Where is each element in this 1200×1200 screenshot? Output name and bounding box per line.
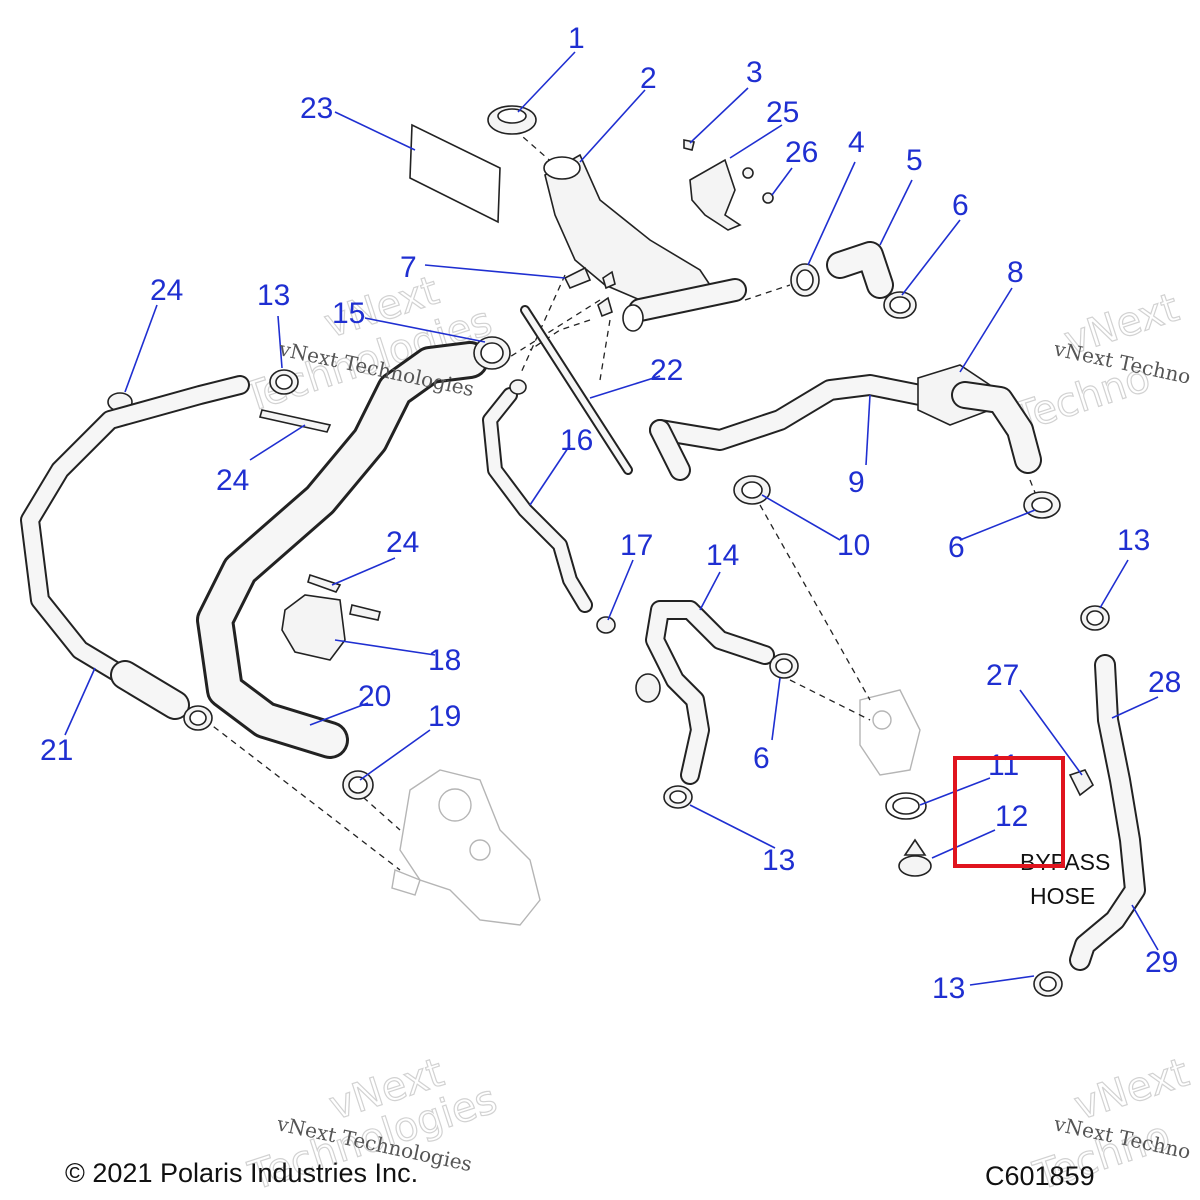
part-cap-17 — [596, 616, 616, 634]
part-radiator-cap — [487, 105, 537, 135]
part-tie-24b — [258, 409, 332, 433]
callout-17: 17 — [620, 529, 653, 562]
part-bypass-hose — [1069, 654, 1146, 971]
callout-8: 8 — [1007, 256, 1024, 289]
callout-20: 20 — [358, 680, 391, 713]
callout-13d: 13 — [932, 972, 965, 1005]
callout-13b: 13 — [1117, 524, 1150, 557]
highlight-box — [953, 756, 1065, 868]
part-hose-9 — [649, 374, 931, 481]
part-filler-housing — [543, 153, 747, 332]
part-hose-16 — [482, 387, 593, 613]
callout-leaders — [64, 51, 1159, 986]
callout-15: 15 — [332, 297, 365, 330]
callout-12: 12 — [995, 800, 1028, 833]
part-bracket — [683, 139, 774, 231]
callout-6b: 6 — [948, 531, 965, 564]
part-clip-7 — [563, 266, 616, 318]
part-clamp-21end — [183, 705, 213, 731]
part-tube-21 — [20, 375, 250, 720]
engine-ghost-outline — [391, 689, 921, 926]
part-sleeve-18 — [281, 573, 381, 661]
copyright: © 2021 Polaris Industries Inc. — [65, 1158, 418, 1188]
bypass-label-line2: HOSE — [1030, 883, 1095, 909]
callout-11: 11 — [988, 749, 1019, 782]
callout-27: 27 — [986, 659, 1019, 692]
callout-9: 9 — [848, 466, 865, 499]
part-clamp-13b — [663, 785, 693, 809]
part-block-8 — [917, 364, 1042, 474]
callout-6c: 6 — [753, 742, 770, 775]
part-decal — [409, 123, 501, 224]
part-thermostat-12 — [898, 838, 932, 877]
part-rod-22 — [520, 305, 633, 475]
callout-24b: 24 — [216, 464, 249, 497]
part-seal-11 — [885, 792, 927, 820]
callout-2: 2 — [640, 62, 657, 95]
part-clamp-15 — [473, 336, 511, 370]
part-clamp-10 — [733, 475, 771, 505]
callout-22: 22 — [650, 354, 683, 387]
part-clamp-6a — [883, 291, 917, 319]
part-clamp-13a — [269, 369, 299, 395]
callout-28: 28 — [1148, 666, 1181, 699]
figure-code: C601859 — [985, 1161, 1095, 1191]
part-elbow-5 — [826, 241, 894, 299]
callout-29: 29 — [1145, 946, 1178, 979]
callout-7: 7 — [400, 251, 417, 284]
callout-13a: 13 — [257, 279, 290, 312]
callout-26: 26 — [785, 136, 818, 169]
callout-numbers: 1 2 3 4 5 6 6 6 7 8 9 10 11 12 13 13 13 … — [40, 22, 1181, 1005]
part-clamp-6b — [1023, 491, 1061, 519]
callout-23: 23 — [300, 92, 333, 125]
callout-6a: 6 — [952, 189, 969, 222]
callout-19: 19 — [428, 700, 461, 733]
callout-24c: 24 — [386, 526, 419, 559]
part-clamp-19 — [342, 770, 374, 800]
callout-4: 4 — [848, 126, 865, 159]
callout-16: 16 — [560, 424, 593, 457]
callout-3: 3 — [746, 56, 763, 89]
callout-24a: 24 — [150, 274, 183, 307]
bypass-label-line1: BYPASS — [1020, 849, 1110, 875]
part-hose-14 — [635, 600, 775, 785]
part-clamp-13d — [1033, 971, 1063, 997]
callout-5: 5 — [906, 144, 923, 177]
callout-21: 21 — [40, 734, 73, 767]
callout-25: 25 — [766, 96, 799, 129]
callout-14: 14 — [706, 539, 739, 572]
part-clamp-13c — [1080, 605, 1110, 631]
part-clamp-6c — [769, 653, 799, 679]
callout-18: 18 — [428, 644, 461, 677]
callout-1: 1 — [568, 22, 585, 55]
callout-13c: 13 — [762, 844, 795, 877]
part-clamp-4 — [790, 263, 820, 297]
part-hose-20 — [196, 341, 489, 759]
callout-10: 10 — [837, 529, 870, 562]
part-plug-16 — [509, 379, 527, 395]
